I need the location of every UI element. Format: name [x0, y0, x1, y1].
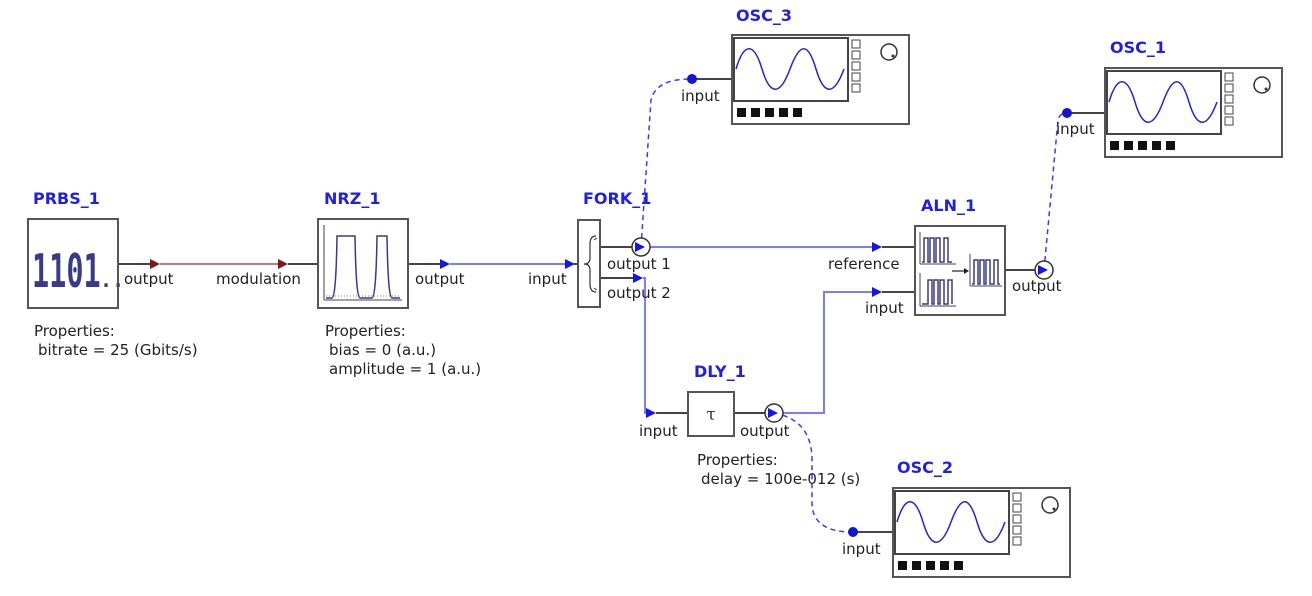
- osc1-knob-mark: [1264, 87, 1268, 91]
- osc2-bottom-keys: [898, 561, 963, 570]
- block-aln[interactable]: ALN_1 reference input output: [828, 196, 1062, 317]
- nrz-modulation-arrow: [278, 259, 288, 269]
- block-title-aln: ALN_1: [921, 196, 976, 215]
- dly-input-label: input: [639, 422, 678, 440]
- prbs-property-bitrate: bitrate = 25 (Gbits/s): [38, 341, 198, 359]
- probe-wire-fork-to-osc3[interactable]: [640, 78, 691, 248]
- dly-output-label: output: [740, 422, 790, 440]
- nrz-property-amplitude: amplitude = 1 (a.u.): [329, 360, 481, 378]
- wires: [118, 78, 1105, 533]
- dly-output-probe-arrow: [768, 408, 778, 418]
- prbs-properties-heading: Properties:: [34, 322, 115, 340]
- osc2-waveform: [896, 501, 1006, 543]
- aln-align-icon: [919, 232, 1002, 307]
- osc3-side-buttons: [851, 39, 861, 93]
- block-prbs[interactable]: PRBS_1 1101 ... output Properties: bitra…: [27, 189, 198, 359]
- fork-input-label: input: [528, 270, 567, 288]
- osc3-input-label: input: [681, 87, 720, 105]
- osc2-knob-icon: [1041, 496, 1059, 514]
- osc1-side-buttons: [1224, 72, 1234, 126]
- fork-output2-arrow: [633, 273, 643, 283]
- block-osc3[interactable]: OSC_3 input: [681, 6, 910, 125]
- dly-property-delay: delay = 100e-012 (s): [701, 470, 860, 488]
- block-title-fork: FORK_1: [583, 189, 651, 208]
- osc2-input-dot[interactable]: [848, 527, 858, 537]
- nrz-box[interactable]: [317, 218, 409, 309]
- osc3-bottom-keys: [737, 108, 802, 117]
- block-title-dly: DLY_1: [694, 362, 746, 381]
- fork-output1-probe-arrow: [635, 242, 645, 252]
- osc2-knob-mark: [1052, 507, 1056, 511]
- fork-input-arrow: [565, 259, 575, 269]
- osc2-input-label: input: [842, 540, 881, 558]
- prbs-bits-icon: 1101 ...: [32, 245, 124, 299]
- osc1-knob-icon: [1253, 76, 1271, 94]
- dly-box[interactable]: [687, 391, 735, 437]
- osc3-input-dot[interactable]: [687, 74, 697, 84]
- prbs-output-label: output: [124, 270, 174, 288]
- aln-reference-label: reference: [828, 255, 900, 273]
- prbs-box[interactable]: [27, 218, 119, 309]
- fork-box[interactable]: [577, 219, 601, 308]
- aln-output-label: output: [1012, 277, 1062, 295]
- block-osc1[interactable]: OSC_1 input: [1056, 38, 1283, 158]
- nrz-pulse-icon: [323, 225, 402, 301]
- fork-split-icon: [583, 235, 598, 293]
- wire-dly-to-aln-input[interactable]: [781, 291, 872, 414]
- osc3-waveform: [735, 48, 845, 90]
- block-title-nrz: NRZ_1: [324, 189, 380, 208]
- dly-properties-heading: Properties:: [697, 451, 778, 469]
- osc1-screen: [1106, 70, 1222, 135]
- block-fork[interactable]: FORK_1 input output 1 output 2: [528, 189, 671, 308]
- prbs-icon-dots: ...: [88, 268, 124, 292]
- block-nrz[interactable]: NRZ_1 modulation output Properties: bias…: [216, 189, 481, 378]
- block-title-osc1: OSC_1: [1110, 38, 1166, 57]
- fork-output2-label: output 2: [607, 284, 671, 302]
- osc2-side-buttons: [1012, 492, 1022, 546]
- osc3-knob-icon: [880, 43, 898, 61]
- block-title-osc2: OSC_2: [897, 458, 953, 477]
- dly-tau-symbol: τ: [706, 405, 715, 425]
- prbs-output-arrow: [150, 259, 160, 269]
- block-osc2[interactable]: OSC_2 input: [842, 458, 1071, 578]
- probes: [631, 74, 1072, 537]
- probe-wire-aln-to-osc1[interactable]: [1043, 112, 1067, 271]
- aln-input-arrow: [872, 287, 882, 297]
- nrz-output-label: output: [415, 270, 465, 288]
- aln-input-label: input: [865, 299, 904, 317]
- dly-input-arrow: [646, 408, 656, 418]
- prbs-icon-text: 1101: [32, 245, 101, 299]
- osc1-input-dot[interactable]: [1062, 108, 1072, 118]
- probe-wire-dly-to-osc2[interactable]: [773, 412, 853, 533]
- osc1-input-label: input: [1056, 120, 1095, 138]
- osc2-screen: [894, 490, 1010, 555]
- osc3-knob-mark: [891, 54, 895, 58]
- osc1-bottom-keys: [1110, 141, 1175, 150]
- nrz-property-bias: bias = 0 (a.u.): [329, 341, 436, 359]
- nrz-output-arrow: [440, 259, 450, 269]
- osc3-screen: [733, 37, 849, 102]
- block-title-osc3: OSC_3: [736, 6, 792, 25]
- block-title-prbs: PRBS_1: [33, 189, 100, 208]
- nrz-properties-heading: Properties:: [325, 322, 406, 340]
- aln-output-probe-arrow: [1038, 265, 1048, 275]
- fork-output1-label: output 1: [607, 255, 671, 273]
- osc1-waveform: [1108, 81, 1218, 123]
- aln-reference-arrow: [872, 242, 882, 252]
- nrz-modulation-label: modulation: [216, 270, 301, 288]
- block-dly[interactable]: DLY_1 τ input output Properties: delay =…: [639, 362, 860, 488]
